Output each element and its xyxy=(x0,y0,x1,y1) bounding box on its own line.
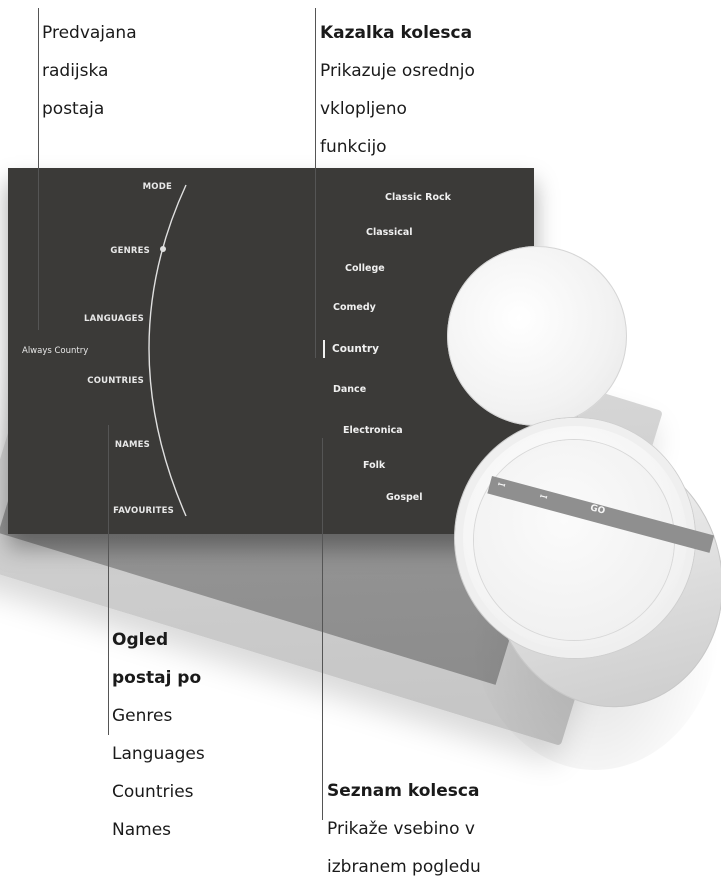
menu-item-mode[interactable]: MODE xyxy=(142,182,172,192)
callout-view-line: Languages xyxy=(112,744,205,764)
list-item[interactable]: Gospel xyxy=(386,492,423,503)
menu-item-names[interactable]: NAMES xyxy=(114,440,150,450)
leader-line-view xyxy=(108,425,109,735)
callout-station: Predvajana radijska postaja xyxy=(42,5,137,119)
leader-line-station xyxy=(38,8,39,330)
menu-item-countries[interactable]: COUNTRIES xyxy=(87,376,144,386)
list-item[interactable]: Classical xyxy=(366,227,413,238)
screen-cutout xyxy=(447,246,627,426)
knob-inner xyxy=(474,440,674,640)
list-item-selected[interactable]: Country xyxy=(332,343,379,355)
list-item[interactable]: Classic Rock xyxy=(385,192,451,203)
callout-view-title: postaj po xyxy=(112,668,202,688)
callout-list: Seznam kolesca Prikaže vsebino v izbrane… xyxy=(327,763,481,877)
menu-item-favourites[interactable]: FAVOURITES xyxy=(113,506,174,516)
list-item[interactable]: Electronica xyxy=(343,425,403,436)
callout-list-line: izbranem pogledu xyxy=(327,857,481,877)
list-item[interactable]: Comedy xyxy=(333,302,376,313)
callout-list-line: Prikaže vsebino v xyxy=(327,819,475,839)
leader-line-list xyxy=(322,438,323,820)
callout-pointer: Kazalka kolesca Prikazuje osrednjo vklop… xyxy=(320,5,475,157)
callout-view-title: Ogled xyxy=(112,630,169,650)
callout-view: Ogled postaj po Genres Languages Countri… xyxy=(112,612,205,840)
callout-list-title: Seznam kolesca xyxy=(327,781,480,801)
now-playing-station: Always Country xyxy=(22,346,89,356)
menu-selection-dot xyxy=(160,246,166,252)
callout-pointer-line: funkcijo xyxy=(320,137,387,157)
callout-view-line: Names xyxy=(112,820,172,840)
leader-line-pointer xyxy=(315,8,316,358)
callout-station-line: radijska xyxy=(42,61,109,81)
wheel-pointer xyxy=(323,340,325,358)
callout-pointer-line: Prikazuje osrednjo xyxy=(320,61,475,81)
callout-view-line: Genres xyxy=(112,706,173,726)
list-item[interactable]: Folk xyxy=(363,460,386,471)
callout-pointer-title: Kazalka kolesca xyxy=(320,23,473,43)
screen-panel xyxy=(8,168,534,534)
menu-arc xyxy=(148,184,187,517)
callout-view-line: Countries xyxy=(112,782,194,802)
list-item[interactable]: Dance xyxy=(333,384,367,395)
menu-item-languages[interactable]: LANGUAGES xyxy=(83,314,144,324)
callout-pointer-line: vklopljeno xyxy=(320,99,407,119)
callout-station-line: Predvajana xyxy=(42,23,137,43)
callout-station-line: postaja xyxy=(42,99,105,119)
list-item[interactable]: College xyxy=(345,263,385,274)
menu-item-genres[interactable]: GENRES xyxy=(110,246,150,256)
